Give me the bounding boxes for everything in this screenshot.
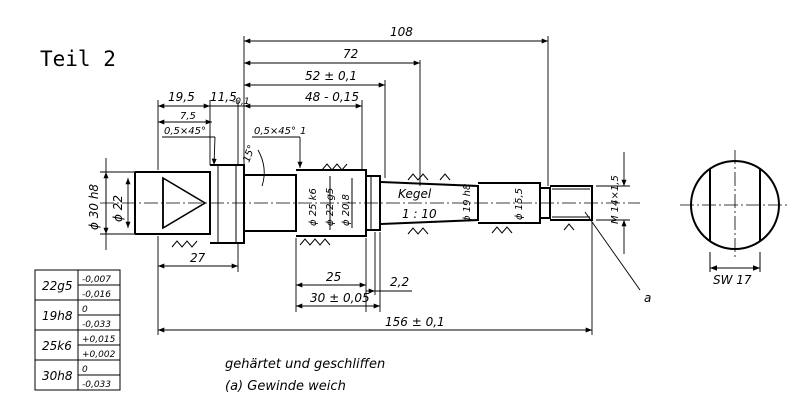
dim-52: 52 ± 0,1 [305,69,357,83]
dia-30-h8: ϕ 30 h8 [87,184,101,230]
dim-48: 48 - 0,15 [305,90,359,104]
label-sw17: SW 17 [713,273,752,287]
dim-108: 108 [390,25,413,39]
dim-27: 27 [190,251,206,265]
tol-upper-0: -0,007 [82,275,111,285]
dim-72: 72 [343,47,358,61]
dia-19-h8: ϕ 19 h8 [462,184,473,222]
label-kegel: Kegel [398,187,432,201]
note-hardened: gehärtet und geschliffen [225,357,385,372]
tol-fit-1: 19h8 [42,309,73,323]
dim-156: 156 ± 0,1 [385,315,445,329]
tolerance-table [34,269,121,391]
thread-m14: M 14×1,5 [610,175,621,224]
tolerance-table-text: 22g5 -0,007 -0,016 19h8 0 -0,033 25k6 +0… [42,275,116,390]
tol-lower-0: -0,016 [82,290,111,300]
dim-30-005: 30 ± 0,05 [310,291,370,305]
dim-chamfer-mid: 0,5×45° [254,126,296,137]
dia-20-8: ϕ 20,8 [341,194,352,226]
dimension-lines [100,36,641,335]
tol-upper-1: 0 [82,305,88,315]
dim-1: 1 [300,126,306,137]
tol-upper-3: 0 [82,365,88,375]
dim-chamfer-left: 0,5×45° [164,126,206,137]
tol-upper-2: +0,015 [82,335,116,345]
surface-marks [171,163,575,248]
dim-19-5: 19,5 [168,90,195,104]
tol-fit-3: 30h8 [42,369,73,383]
label-kegel-ratio: 1 : 10 [402,207,437,221]
dimension-labels: 108 72 52 ± 0,1 48 - 0,15 19,5 11,5 -0,1… [87,25,752,329]
tol-lower-1: -0,033 [82,320,111,330]
dim-11-5: 11,5 [210,90,237,104]
drawing-title: Teil 2 [40,47,116,71]
dia-25-k6: ϕ 25 k6 [308,188,319,226]
tol-lower-3: -0,033 [82,380,111,390]
dia-22: ϕ 22 [111,195,125,222]
tol-fit-2: 25k6 [42,339,72,353]
note-thread: (a) Gewinde weich [225,379,346,394]
dim-11-5-tol: -0,1 [232,97,250,107]
tol-fit-0: 22g5 [42,279,73,293]
end-view [680,150,790,272]
dia-15-5: ϕ 15,5 [514,188,525,220]
dia-22-g5: ϕ 22 g5 [325,188,336,226]
dim-25: 25 [326,270,341,284]
tol-lower-2: +0,002 [82,350,116,360]
dim-2-2: 2,2 [390,275,409,289]
shaft-outline [100,164,640,244]
callout-a: a [644,291,651,305]
dim-7-5: 7,5 [180,111,196,122]
